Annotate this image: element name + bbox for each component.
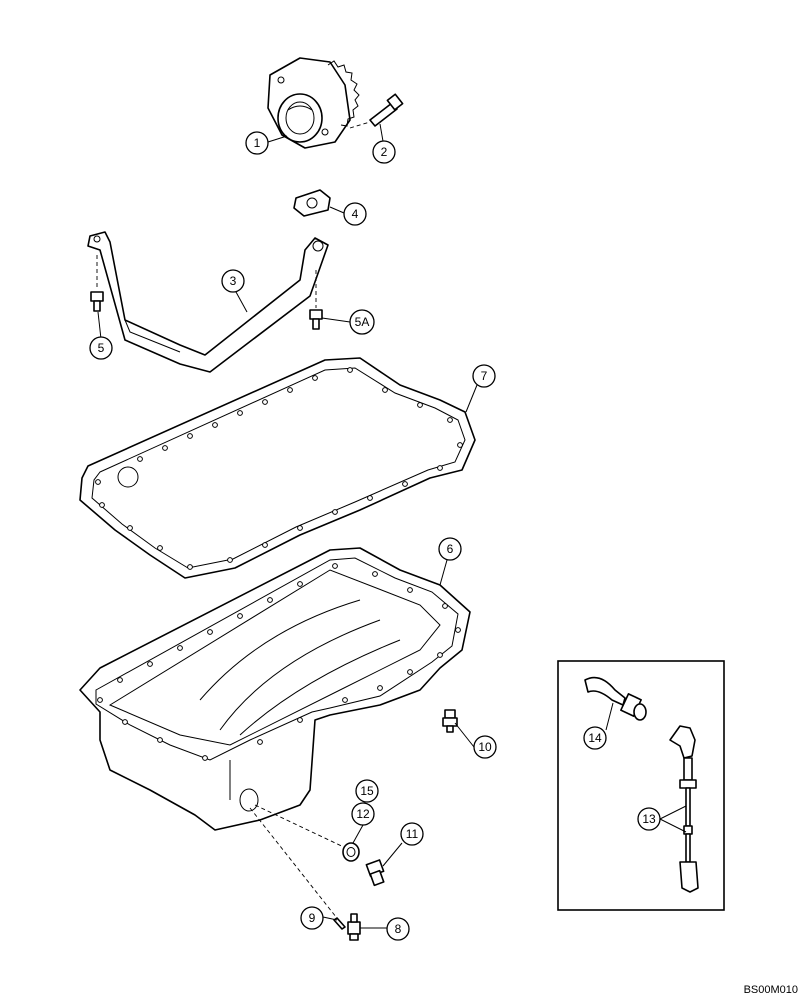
callout-14: 14 — [583, 726, 607, 750]
svg-text:2: 2 — [381, 145, 388, 159]
figure-code: BS00M010 — [743, 984, 798, 996]
svg-text:8: 8 — [395, 922, 402, 936]
svg-text:15: 15 — [360, 784, 374, 798]
svg-text:10: 10 — [478, 740, 492, 754]
svg-text:6: 6 — [447, 542, 454, 556]
gasket-bolt-holes — [95, 367, 463, 570]
oil-pan-gasket-part — [79, 357, 476, 579]
svg-text:14: 14 — [588, 731, 602, 745]
callout-6: 6 — [438, 537, 462, 561]
callout-1: 1 — [245, 131, 269, 155]
svg-text:13: 13 — [642, 812, 656, 826]
svg-text:5A: 5A — [355, 315, 370, 329]
drain-plug-part-11 — [365, 859, 385, 887]
bolt-part-5 — [90, 255, 104, 312]
callout-4: 4 — [343, 202, 367, 226]
oil-pump-part — [267, 57, 360, 149]
suction-tube-part — [87, 231, 329, 373]
callout-10: 10 — [473, 735, 497, 759]
svg-text:4: 4 — [352, 207, 359, 221]
callout-11: 11 — [400, 822, 424, 846]
callout-12: 12 — [351, 802, 375, 826]
svg-text:5: 5 — [98, 341, 105, 355]
callout-13: 13 — [637, 807, 661, 831]
washer-part-12 — [342, 842, 360, 862]
callout-5a: 5A — [349, 309, 375, 335]
callout-9: 9 — [300, 906, 324, 930]
pan-flange-bolt-holes — [97, 563, 461, 761]
oil-pan-part — [79, 547, 471, 923]
bolt-part-2 — [349, 93, 404, 129]
svg-text:1: 1 — [254, 136, 261, 150]
svg-text:12: 12 — [356, 807, 370, 821]
callout-8: 8 — [386, 917, 410, 941]
dipstick-part-13 — [669, 725, 699, 893]
callout-5: 5 — [89, 336, 113, 360]
callout-7: 7 — [472, 364, 496, 388]
svg-text:3: 3 — [230, 274, 237, 288]
callout-3: 3 — [221, 269, 245, 293]
svg-text:9: 9 — [309, 911, 316, 925]
dipstick-tube-part-14 — [584, 676, 647, 721]
bolt-part-10 — [442, 709, 458, 733]
inset-box — [557, 660, 725, 911]
svg-text:7: 7 — [481, 369, 488, 383]
callout-2: 2 — [372, 140, 396, 164]
fitting-part-8 — [347, 913, 361, 941]
callout-15: 15 — [355, 779, 379, 803]
svg-text:11: 11 — [406, 827, 419, 841]
leader-lines — [97, 123, 687, 929]
pump-gasket-part — [293, 189, 331, 217]
bolt-part-5a — [309, 270, 323, 330]
